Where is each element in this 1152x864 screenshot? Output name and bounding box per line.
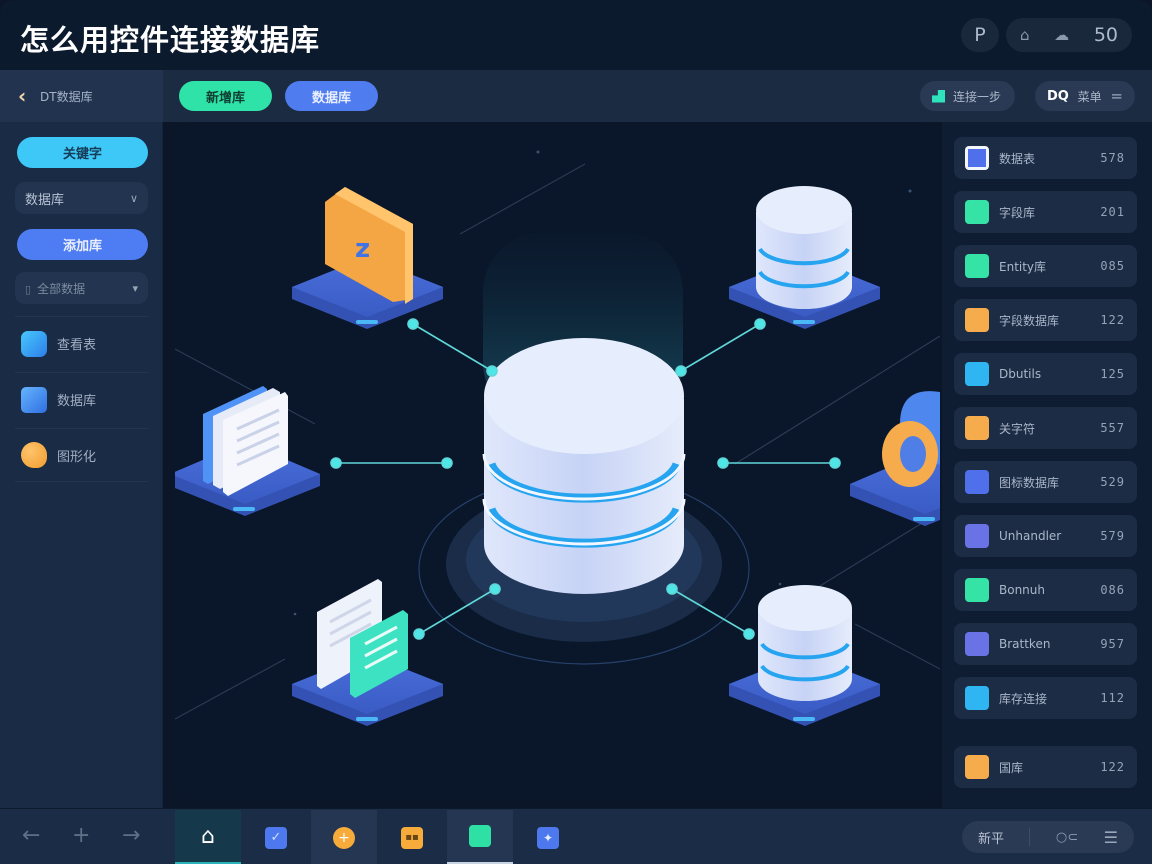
- menu-button[interactable]: DQ 菜单 =: [1035, 81, 1135, 111]
- info-icon: [965, 416, 989, 440]
- sidebar-item-graphics[interactable]: 图形化: [15, 428, 148, 482]
- ring-connector-node: [850, 391, 940, 526]
- chevron-left-icon[interactable]: ‹: [18, 84, 27, 108]
- list-item[interactable]: Unhandler 579: [954, 515, 1137, 557]
- arrow-left-icon[interactable]: ←: [22, 823, 41, 848]
- database-button[interactable]: 数据库: [285, 81, 378, 111]
- menu-label: 菜单: [1077, 89, 1102, 104]
- grid-icon: [965, 254, 989, 278]
- hamburger-icon[interactable]: ☰: [1103, 827, 1118, 847]
- step-icon: [932, 89, 945, 103]
- list-icon: [965, 755, 989, 779]
- tab-chart[interactable]: ✦: [515, 810, 581, 864]
- checklist-icon: ✓: [265, 826, 287, 849]
- sidebar-item-label: 查看表: [57, 338, 97, 353]
- database-node-top-right: [729, 186, 880, 329]
- toolbar-nav: ‹ DT数据库: [0, 70, 163, 122]
- sidebar-item-label: 数据库: [57, 394, 97, 409]
- toggle-icon[interactable]: ○⊂: [1055, 829, 1079, 845]
- blob-icon: [21, 442, 47, 468]
- cube-link-icon: [21, 330, 47, 357]
- new-library-button[interactable]: 新增库: [179, 81, 272, 111]
- page-title: 怎么用控件连接数据库: [20, 23, 321, 57]
- tab-tasks[interactable]: ✓: [243, 810, 309, 864]
- clipboard-icon: ▯: [25, 282, 32, 296]
- list-item[interactable]: Entity库 085: [954, 245, 1137, 287]
- home-icon: ⌂: [201, 823, 215, 849]
- list-item[interactable]: Dbutils 125: [954, 353, 1137, 395]
- sidebar-item-view-table[interactable]: 查看表: [15, 316, 148, 370]
- profile-initial: P: [974, 24, 986, 46]
- bottom-bar: ← + → ⌂ ✓ + ▪▪ ✦ 新平 ○⊂ ☰: [0, 808, 1152, 864]
- sidebar-item-label: 图形化: [57, 449, 97, 465]
- database-select-value: 数据库: [25, 192, 65, 208]
- keyword-button[interactable]: 关键字: [17, 137, 148, 168]
- data-filter-value: 全部数据: [37, 281, 86, 296]
- tab-grid[interactable]: ▪▪: [379, 810, 445, 864]
- code-block-node: z: [292, 187, 443, 329]
- toolbar: ‹ DT数据库 新增库 数据库 连接一步 DQ 菜单 =: [0, 70, 1152, 122]
- door-icon: [965, 632, 989, 656]
- profile-button[interactable]: P: [961, 18, 999, 52]
- divider: [1029, 828, 1031, 846]
- right-panel: 数据表 578 字段库 201 Entity库 085 字段数据库 122 Db…: [942, 122, 1152, 808]
- laptop-icon: [965, 362, 989, 386]
- puzzle-icon: [469, 825, 491, 847]
- plus-circle-icon: +: [333, 826, 355, 849]
- dq-logo-icon: DQ: [1047, 88, 1069, 104]
- equals-icon: =: [1110, 87, 1123, 105]
- list-item[interactable]: Brattken 957: [954, 623, 1137, 665]
- tab-add[interactable]: +: [311, 810, 377, 864]
- connect-step-label: 连接一步: [953, 89, 1002, 104]
- hand-icon: [965, 308, 989, 332]
- database-select[interactable]: 数据库 ∨: [15, 182, 148, 214]
- cube-icon: [21, 386, 47, 413]
- title-bar: 怎么用控件连接数据库 P ⌂ ☁ 50: [0, 0, 1152, 70]
- list-item[interactable]: 字段数据库 122: [954, 299, 1137, 341]
- plus-icon[interactable]: +: [72, 823, 91, 848]
- list-item[interactable]: 图标数据库 529: [954, 461, 1137, 503]
- caret-down-icon: ▾: [132, 281, 138, 295]
- grid-dots-icon: ▪▪: [401, 826, 423, 849]
- add-library-button[interactable]: 添加库: [17, 229, 148, 260]
- arrow-right-icon[interactable]: →: [122, 823, 141, 848]
- list-item[interactable]: 库存连接 112: [954, 677, 1137, 719]
- book-icon: [965, 200, 989, 224]
- svg-text:z: z: [355, 234, 370, 264]
- shield-icon: [965, 524, 989, 548]
- square-icon: [965, 578, 989, 602]
- list-item[interactable]: 字段库 201: [954, 191, 1137, 233]
- home-icon: ⌂: [1020, 26, 1030, 44]
- list-item[interactable]: 国库 122: [954, 746, 1137, 788]
- database-node-bottom-right: [729, 585, 880, 726]
- flat-view-button[interactable]: 新平: [978, 831, 1005, 847]
- list-item[interactable]: 关字符 557: [954, 407, 1137, 449]
- left-sidebar: 关键字 数据库 ∨ 添加库 ▯ 全部数据 ▾ 查看表 数据库 图形化: [0, 122, 163, 808]
- view-controls-pill: 新平 ○⊂ ☰: [962, 821, 1134, 853]
- image-icon: [965, 470, 989, 494]
- cloud-icon: ☁: [1054, 26, 1070, 44]
- diagram-canvas[interactable]: z: [175, 124, 940, 800]
- connect-step-button[interactable]: 连接一步: [920, 81, 1015, 111]
- user-status-pill[interactable]: ⌂ ☁ 50: [1006, 18, 1132, 52]
- sidebar-item-database[interactable]: 数据库: [15, 372, 148, 426]
- plus-grid-icon: [965, 686, 989, 710]
- breadcrumb[interactable]: DT数据库: [40, 90, 93, 104]
- list-item[interactable]: Bonnuh 086: [954, 569, 1137, 611]
- background-lines: [175, 163, 940, 720]
- chevron-down-icon: ∨: [129, 191, 138, 205]
- list-item[interactable]: 数据表 578: [954, 137, 1137, 179]
- user-count: 50: [1093, 24, 1118, 46]
- tab-home[interactable]: ⌂: [175, 810, 241, 864]
- file-stack-node: [292, 579, 443, 726]
- documents-node: [175, 386, 320, 516]
- data-filter-select[interactable]: ▯ 全部数据 ▾: [15, 272, 148, 304]
- monitor-icon: [965, 146, 989, 170]
- tab-puzzle[interactable]: [447, 810, 513, 864]
- database-connection-diagram: z: [175, 150, 940, 726]
- chart-icon: ✦: [537, 826, 559, 849]
